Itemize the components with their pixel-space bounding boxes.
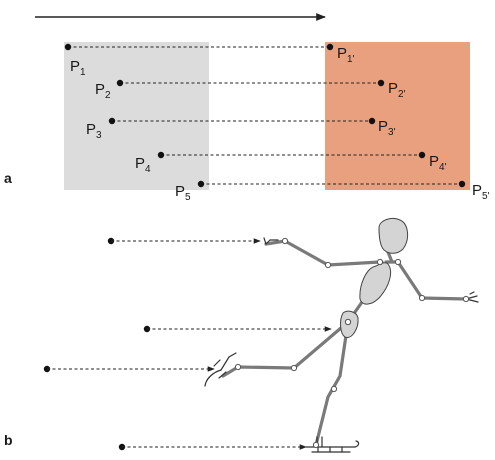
elbow-joint-front: [418, 294, 426, 302]
point-dot-p5-prime: [458, 180, 466, 188]
shoulder-joint: [376, 258, 384, 266]
torso: [359, 262, 392, 305]
front-arm: [384, 260, 468, 301]
point-dot-p5: [197, 180, 205, 188]
point-dot-p1: [64, 43, 72, 51]
panel-b: b: [4, 217, 479, 453]
motion-arrows: [43, 237, 332, 451]
elbow-joint-back: [281, 237, 289, 245]
ankle-joint-support: [312, 441, 320, 449]
translated-square: [325, 42, 470, 190]
skater-figure: [204, 217, 479, 453]
original-square: [64, 42, 209, 190]
point-dot-p3-prime: [368, 117, 376, 125]
back-arm: [264, 239, 382, 267]
shoulder-joint-front: [394, 258, 402, 266]
point-dot-p4: [157, 151, 165, 159]
hip-joint-2: [344, 318, 352, 326]
panel-a-label: a: [4, 170, 12, 186]
point-dot-p4-prime: [418, 151, 426, 159]
point-label-p5-prime: P5': [472, 182, 490, 202]
back-hand: [263, 237, 279, 245]
free-leg: [221, 320, 350, 378]
point-dot-p1-prime: [326, 43, 334, 51]
knee-joint-free: [290, 364, 298, 372]
shoulder-joint-back: [324, 261, 332, 269]
knee-joint-support: [330, 385, 338, 393]
wrist-joint-front: [462, 295, 470, 303]
panel-b-label: b: [4, 432, 13, 448]
support-leg: [314, 320, 350, 447]
head: [378, 217, 408, 254]
point-dot-p2-prime: [377, 79, 385, 87]
free-skate: [204, 352, 237, 387]
point-dot-p3: [108, 117, 116, 125]
point-dot-p2: [116, 79, 124, 87]
neck: [386, 250, 394, 264]
ankle-joint-free: [234, 363, 242, 371]
